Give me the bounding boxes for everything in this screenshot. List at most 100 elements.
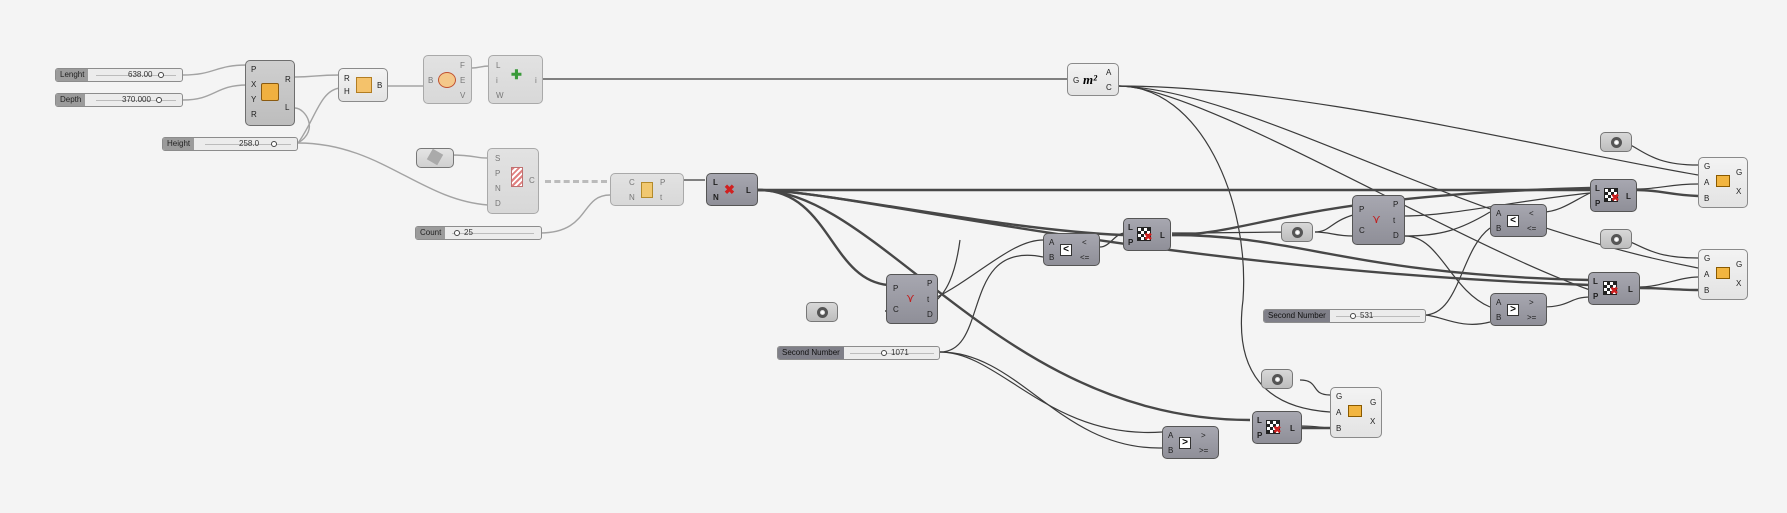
output-g: G — [1736, 168, 1743, 177]
output-c: C — [1106, 83, 1112, 92]
input-b: B — [1704, 286, 1710, 295]
dispatch-component[interactable]: L P ✖ L — [1590, 179, 1637, 212]
slider-name: Second Number — [778, 347, 844, 359]
output-lte: <= — [1080, 253, 1090, 262]
output-f: F — [460, 61, 465, 70]
slider-knob[interactable] — [881, 350, 887, 356]
output-gte: >= — [1199, 446, 1209, 455]
input-b: B — [1049, 253, 1055, 262]
slider-name: Count — [416, 227, 446, 239]
input-l: L — [1128, 223, 1133, 232]
toggle-icon — [817, 307, 828, 318]
evaluate-curve-component[interactable]: P C ⋎ P t D — [1352, 195, 1405, 245]
list-length-component[interactable]: L N ✖ L — [706, 173, 758, 206]
smaller-than-icon: < — [1507, 215, 1519, 227]
larger-than-component[interactable]: A B > > >= — [1162, 426, 1219, 459]
list-length-icon: ✖ — [724, 182, 735, 197]
input-c: C — [893, 305, 899, 314]
larger-than-component[interactable]: A B > > >= — [1490, 293, 1547, 326]
output-b: B — [377, 81, 383, 90]
divide-curve-component[interactable]: C N P t — [610, 173, 684, 206]
output-v: V — [460, 91, 466, 100]
slider-knob[interactable] — [454, 230, 460, 236]
output-x: X — [1736, 187, 1742, 196]
input-w: W — [496, 91, 504, 100]
box-rectangle-component[interactable]: R H B — [338, 68, 388, 102]
smaller-than-component[interactable]: A B < < <= — [1490, 204, 1547, 237]
slider-track — [850, 353, 934, 354]
boolean-toggle[interactable] — [806, 302, 838, 322]
output-lt: < — [1082, 238, 1087, 247]
area-icon: m² — [1083, 72, 1098, 87]
deconstruct-brep-icon — [438, 72, 456, 88]
dispatch-icon — [1603, 281, 1617, 295]
plane-param[interactable] — [416, 148, 454, 168]
output-r: R — [285, 75, 291, 84]
output-lte: <= — [1527, 224, 1537, 233]
input-b: B — [1336, 424, 1342, 433]
input-r: R — [251, 110, 257, 119]
input-a: A — [1168, 431, 1174, 440]
output-c: C — [529, 176, 535, 185]
output-gt: > — [1529, 298, 1534, 307]
slider-count[interactable]: Count 25 — [415, 226, 542, 240]
evaluate-curve-component[interactable]: P C ⋎ P t D — [886, 274, 938, 324]
larger-than-icon: > — [1507, 304, 1519, 316]
dispatch-x-icon: ✖ — [1610, 286, 1619, 297]
slider-depth[interactable]: Depth 370.000 — [55, 93, 183, 107]
output-d: D — [927, 310, 933, 319]
output-l: L — [1628, 285, 1633, 294]
area-component[interactable]: G m² A C — [1067, 63, 1119, 96]
input-p: P — [495, 169, 501, 178]
input-b: B — [1704, 194, 1710, 203]
xy-plane-component[interactable]: P X Y R R L — [245, 60, 295, 126]
output-l: L — [1626, 192, 1631, 201]
dispatch-component[interactable]: L P ✖ L — [1123, 218, 1171, 251]
slider-knob[interactable] — [1350, 313, 1356, 319]
output-gte: >= — [1527, 313, 1537, 322]
input-b: B — [428, 76, 434, 85]
input-p: P — [1595, 199, 1601, 208]
slider-knob[interactable] — [271, 141, 277, 147]
output-t: t — [660, 193, 663, 202]
move-icon — [1716, 267, 1730, 279]
box-icon — [356, 77, 372, 93]
boolean-toggle[interactable] — [1281, 222, 1313, 242]
slider-knob[interactable] — [158, 72, 164, 78]
dispatch-x-icon: ✖ — [1611, 193, 1620, 204]
dispatch-icon — [1604, 188, 1618, 202]
input-p: P — [1257, 431, 1263, 440]
boolean-toggle[interactable] — [1600, 132, 1632, 152]
input-c: C — [1359, 226, 1365, 235]
smaller-than-component[interactable]: A B < < <= — [1043, 233, 1100, 266]
move-component[interactable]: G A B G X — [1698, 249, 1748, 300]
dispatch-component[interactable]: L P ✖ L — [1252, 411, 1302, 444]
input-l: L — [496, 61, 501, 70]
output-t: t — [927, 295, 930, 304]
move-icon — [1348, 405, 1362, 417]
input-g: G — [1336, 392, 1343, 401]
input-a: A — [1704, 178, 1710, 187]
input-r: R — [344, 74, 350, 83]
list-item-component[interactable]: L i W ✚ i — [488, 55, 543, 104]
dispatch-component[interactable]: L P ✖ L — [1588, 272, 1640, 305]
slider-second-number-531[interactable]: Second Number 531 — [1263, 309, 1426, 323]
divide-icon — [641, 182, 653, 198]
slider-lenght[interactable]: Lenght 638.00 — [55, 68, 183, 82]
move-component[interactable]: G A B G X — [1698, 157, 1748, 208]
boolean-toggle[interactable] — [1261, 369, 1293, 389]
slider-value: 531 — [1360, 311, 1374, 320]
slider-name: Height — [163, 138, 195, 150]
slider-track — [452, 233, 534, 234]
boolean-toggle[interactable] — [1600, 229, 1632, 249]
output-gt: > — [1201, 431, 1206, 440]
input-l: L — [1593, 277, 1598, 286]
slider-name: Second Number — [1264, 310, 1330, 322]
slider-second-number-1071[interactable]: Second Number 1071 — [777, 346, 940, 360]
slider-height[interactable]: Height 258.0 — [162, 137, 298, 151]
series-component[interactable]: S P N D C — [487, 148, 539, 214]
smaller-than-icon: < — [1060, 244, 1072, 256]
slider-knob[interactable] — [156, 97, 162, 103]
deconstruct-brep-component[interactable]: B F E V — [423, 55, 472, 104]
move-component[interactable]: G A B G X — [1330, 387, 1382, 438]
